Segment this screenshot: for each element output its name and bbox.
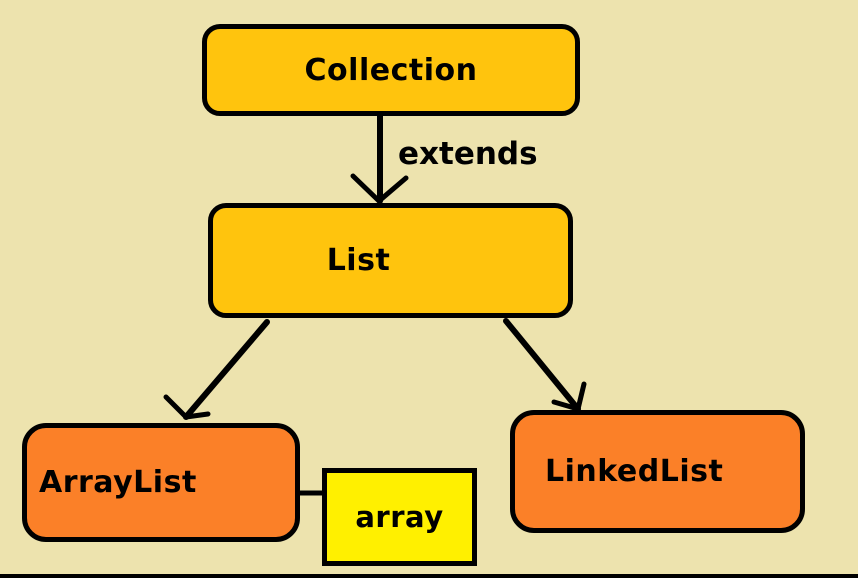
node-linkedlist: LinkedList	[510, 410, 805, 533]
node-array-label: array	[355, 500, 444, 534]
node-arraylist-label: ArrayList	[39, 465, 197, 500]
node-list: List	[208, 203, 573, 318]
bottom-border-strip	[0, 574, 858, 578]
edge-label-extends: extends	[398, 136, 538, 172]
node-list-label: List	[326, 243, 391, 278]
node-linkedlist-label: LinkedList	[545, 454, 724, 489]
arrow-list-to-linkedlist	[503, 318, 587, 412]
node-collection: Collection	[202, 24, 580, 116]
node-array: array	[322, 468, 477, 566]
node-collection-label: Collection	[304, 52, 478, 88]
node-arraylist: ArrayList	[22, 423, 300, 542]
arrow-collection-to-list	[350, 113, 409, 204]
arrow-list-to-arraylist	[163, 319, 270, 420]
